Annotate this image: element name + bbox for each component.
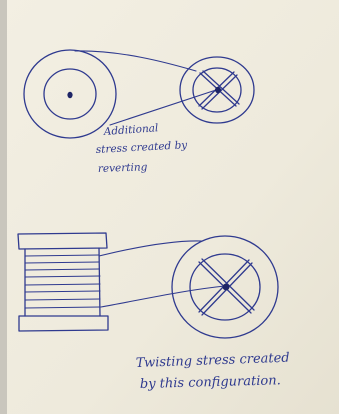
- top-left-reel-hub-dot: [67, 92, 72, 98]
- top-annotation-line-3: reverting: [98, 161, 148, 175]
- bottom-wheel-hub-dot: [223, 284, 230, 291]
- page-edge-shadow: [0, 0, 7, 414]
- top-right-pulley-hub-dot: [215, 87, 221, 93]
